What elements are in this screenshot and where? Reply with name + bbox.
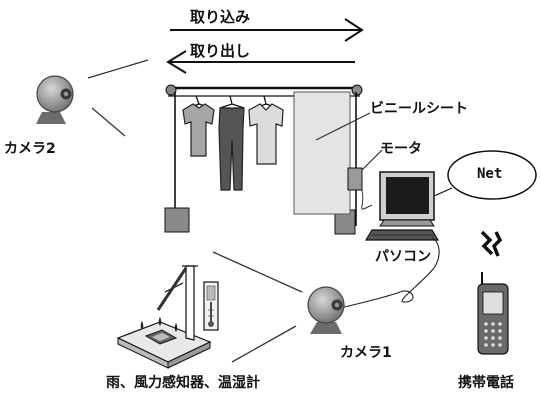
camera1-icon (307, 286, 345, 334)
camera2-view-line-bottom (91, 107, 126, 137)
net-link (433, 187, 453, 197)
motor (347, 167, 363, 191)
vinyl-sheet-label: ビニールシート (370, 101, 468, 117)
take-out-label: 取り出し (190, 42, 251, 60)
camera1-cable (339, 237, 440, 309)
camera1-view-line-top (212, 251, 303, 293)
pc-label: パソコン (375, 249, 431, 265)
vinyl-sheet-pointer (315, 112, 371, 141)
sensors-label: 雨、風力感知器、温湿計 (106, 375, 260, 391)
net-cloud (447, 150, 537, 200)
vinyl-sheet (293, 91, 351, 215)
take-in-label: 取り込み (190, 8, 251, 26)
motor-cable (361, 189, 373, 210)
mobile-phone-label: 携帯電話 (458, 375, 514, 391)
take-in-arrow (170, 18, 364, 42)
camera2-view-line-top (87, 59, 149, 79)
camera1-view-line-bottom (231, 325, 297, 363)
camera1-label: カメラ1 (340, 345, 392, 361)
net-label: Net (477, 166, 503, 182)
wireless-signal-icon (480, 230, 503, 257)
computer-icon (364, 171, 440, 241)
camera2-label: カメラ2 (4, 141, 56, 157)
hanging-clothes-icon (182, 95, 284, 191)
camera2-icon (36, 75, 74, 124)
take-out-arrow (166, 50, 355, 74)
motor-label: モータ (380, 141, 422, 157)
mobile-phone-icon (477, 272, 509, 355)
weather-sensor-icon (116, 265, 219, 369)
motor-pointer (361, 149, 383, 171)
